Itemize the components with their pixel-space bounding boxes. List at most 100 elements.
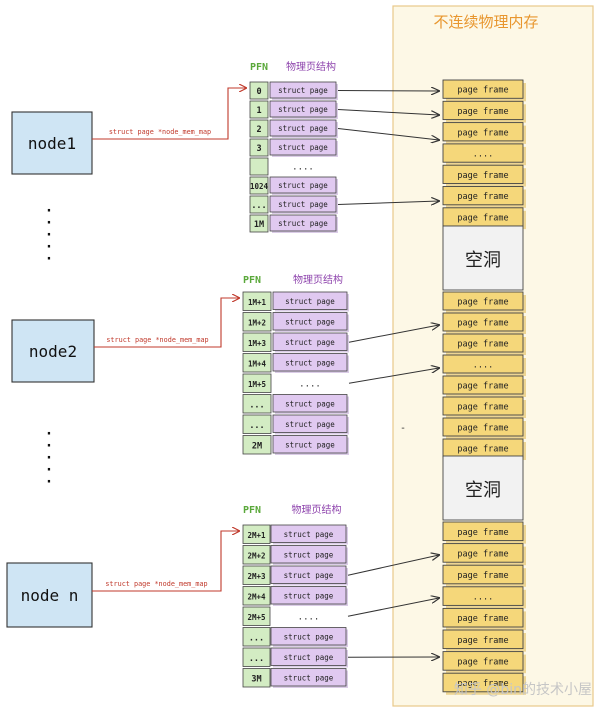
mapping-arrow xyxy=(337,91,439,92)
struct-page-label: struct page xyxy=(284,673,334,682)
page-frame-label: page frame xyxy=(457,614,508,624)
pfn-cell xyxy=(242,353,272,373)
page-frame: page frame xyxy=(442,164,526,187)
page-frame-label: page frame xyxy=(457,549,508,559)
page-frame-label: page frame xyxy=(457,86,508,96)
page-frame-box xyxy=(442,312,524,332)
struct-page-cell xyxy=(269,81,337,99)
pfn-value: 2M+2 xyxy=(247,551,265,560)
memory-hole-label: 空洞 xyxy=(465,250,501,271)
pfn-value: ... xyxy=(251,201,266,211)
pfn-value: 1M+4 xyxy=(248,359,267,368)
page-frame-box xyxy=(442,564,524,585)
struct-page-cell xyxy=(270,668,347,687)
node-mem-map-arrow xyxy=(92,531,239,592)
page-frame-label: page frame xyxy=(457,340,508,350)
node-box xyxy=(6,562,93,628)
pfn-cell xyxy=(242,606,271,626)
page-frame: page frame xyxy=(442,312,526,334)
page-frame-box xyxy=(442,79,524,99)
pfn-value: 2 xyxy=(256,125,261,135)
page-frame-box xyxy=(442,607,524,628)
pfn-cell xyxy=(242,332,272,352)
page-frame-label: page frame xyxy=(457,213,508,223)
pfn-cell xyxy=(249,81,269,100)
struct-page-cell xyxy=(269,138,337,156)
pfn-value: 2M+5 xyxy=(247,613,265,622)
page-frame: .... xyxy=(442,586,526,609)
page-frame-label: page frame xyxy=(457,679,508,689)
pfn-cell xyxy=(242,586,271,606)
page-frame-label: page frame xyxy=(457,571,508,581)
struct-page-label: struct page xyxy=(284,653,334,662)
pfn-cell xyxy=(242,647,271,667)
node-mem-map-arrow xyxy=(92,88,246,140)
pfn-header: PFN xyxy=(243,505,261,516)
pfn-cell xyxy=(249,100,269,119)
pfn-value: ... xyxy=(249,633,264,643)
vertical-ellipsis-dot: · xyxy=(45,474,53,490)
page-frame-box xyxy=(442,417,524,437)
memory-hole: 空洞 xyxy=(442,225,524,291)
page-frame-box xyxy=(442,396,524,416)
page-frame-box xyxy=(442,122,524,142)
page-frame-label: page frame xyxy=(457,298,508,308)
mapping-arrow xyxy=(337,128,439,141)
memory-hole-label: 空洞 xyxy=(465,480,501,501)
vertical-ellipsis-dot: · xyxy=(45,239,53,255)
struct-page-label: struct page xyxy=(284,550,334,559)
pfn-value: 1M+5 xyxy=(248,380,266,389)
page-frame-label: page frame xyxy=(457,528,508,538)
pfn-cell xyxy=(242,524,271,544)
vertical-ellipsis-dot: · xyxy=(45,215,53,231)
struct-page-label: struct page xyxy=(285,420,335,429)
page-frame-label: page frame xyxy=(457,445,508,455)
vertical-ellipsis-dot: · xyxy=(45,251,53,267)
struct-page-cell xyxy=(272,414,348,433)
page-frame-box xyxy=(442,586,524,606)
page-frame: page frame xyxy=(442,438,526,460)
struct-page-label: struct page xyxy=(284,530,334,539)
table-row: ...struct page xyxy=(249,195,439,214)
pfn-value: ... xyxy=(249,654,264,664)
pfn-cell xyxy=(249,214,269,233)
struct-page-label: struct page xyxy=(285,358,335,367)
page-frame: page frame xyxy=(442,629,526,652)
pfn-cell xyxy=(242,291,272,311)
node-mem-map-label: struct page *node_mem_map xyxy=(105,580,207,588)
mapping-arrow xyxy=(347,598,439,617)
struct-page-cell xyxy=(272,291,348,310)
struct-page-ellipsis: .... xyxy=(299,379,321,389)
pfn-cell xyxy=(242,312,272,332)
struct-page-label: struct page xyxy=(285,338,335,347)
struct-page-label: struct page xyxy=(278,181,328,190)
page-frame-label: page frame xyxy=(457,171,508,181)
physical-memory-title: 不连续物理内存 xyxy=(433,13,538,31)
table-row: 2M+2 struct page xyxy=(242,545,348,565)
page-frame: page frame xyxy=(442,651,526,674)
struct-page-cell xyxy=(270,524,347,543)
page-frame-box xyxy=(442,291,524,311)
struct-page-label: struct page xyxy=(278,86,328,95)
page-frame-box xyxy=(442,354,524,374)
node-label: node2 xyxy=(29,342,77,361)
page-frame-label: page frame xyxy=(457,319,508,329)
pfn-cell xyxy=(242,394,272,414)
table-row: ... struct page xyxy=(242,647,439,668)
table-row: 2M+5.... xyxy=(242,598,439,626)
node-mem-map-label: struct page *node_mem_map xyxy=(109,128,211,136)
stray-mark: - xyxy=(400,423,406,434)
struct-page-cell xyxy=(272,353,348,372)
struct-page-cell xyxy=(270,627,347,646)
struct-page-header: 物理页结构 xyxy=(293,273,343,286)
page-frame: page frame xyxy=(442,607,526,630)
pfn-value: 1024 xyxy=(250,182,269,191)
